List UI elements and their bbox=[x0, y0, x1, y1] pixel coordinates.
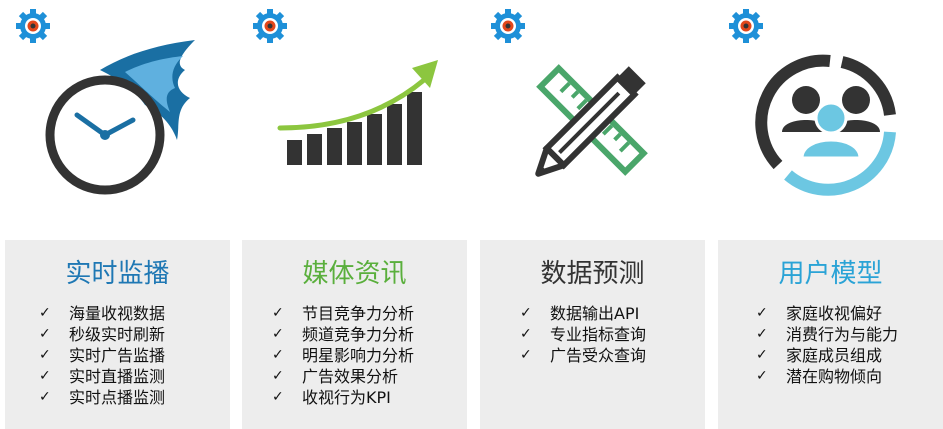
list-item: ✓ 频道竞争力分析 bbox=[272, 324, 414, 345]
list-item: ✓ 实时点播监测 bbox=[39, 387, 165, 408]
feature-list: ✓ 节目竞争力分析 ✓ 频道竞争力分析 ✓ 明星影响力分析 ✓ 广告效果分析 ✓ 收视行为… bbox=[272, 303, 414, 408]
check-icon: ✓ bbox=[272, 347, 284, 363]
list-item: ✓ 明星影响力分析 bbox=[272, 345, 414, 366]
growth-bar-chart-icon bbox=[277, 60, 438, 165]
list-item-label: 秒级实时刷新 bbox=[69, 325, 166, 344]
list-item-label: 海量收视数据 bbox=[69, 304, 166, 323]
list-item: ✓ 秒级实时刷新 bbox=[39, 324, 165, 345]
check-icon: ✓ bbox=[756, 305, 768, 321]
card-illustration-area bbox=[5, 0, 230, 240]
card-text-area: 媒体资讯 ✓ 节目竞争力分析 ✓ 频道竞争力分析 ✓ 明星影响力分析 ✓ 广告效果分析 … bbox=[242, 240, 467, 429]
list-item: ✓ 实时广告监播 bbox=[39, 345, 165, 366]
list-item: ✓ 收视行为KPI bbox=[272, 387, 414, 408]
card-title: 用户模型 bbox=[778, 259, 883, 289]
check-icon: ✓ bbox=[520, 326, 532, 342]
list-item-label: 数据输出API bbox=[550, 304, 640, 323]
list-item-label: 潜在购物倾向 bbox=[786, 367, 883, 386]
card-illustration-area bbox=[718, 0, 943, 240]
feature-card-realtime-monitoring: 实时监播 ✓ 海量收视数据 ✓ 秒级实时刷新 ✓ 实时广告监播 ✓ 实时直播监测 ✓ 实时… bbox=[5, 0, 230, 429]
list-item-label: 频道竞争力分析 bbox=[302, 325, 415, 344]
list-item-label: 广告效果分析 bbox=[302, 367, 399, 386]
list-item: ✓ 广告效果分析 bbox=[272, 366, 414, 387]
feature-list: ✓ 海量收视数据 ✓ 秒级实时刷新 ✓ 实时广告监播 ✓ 实时直播监测 ✓ 实时点播监测 bbox=[39, 303, 165, 408]
check-icon: ✓ bbox=[39, 368, 51, 384]
stopwatch-flame-icon bbox=[45, 40, 195, 195]
list-item: ✓ 广告受众查询 bbox=[520, 345, 646, 366]
check-icon: ✓ bbox=[756, 347, 768, 363]
check-icon: ✓ bbox=[756, 326, 768, 342]
user-group-icon bbox=[755, 54, 896, 196]
list-item-label: 明星影响力分析 bbox=[302, 346, 415, 365]
check-icon: ✓ bbox=[272, 368, 284, 384]
list-item-label: 广告受众查询 bbox=[550, 346, 647, 365]
list-item-label: 实时直播监测 bbox=[69, 367, 166, 386]
list-item: ✓ 家庭成员组成 bbox=[756, 345, 898, 366]
check-icon: ✓ bbox=[272, 326, 284, 342]
list-item-label: 实时点播监测 bbox=[69, 388, 166, 407]
card-text-area: 数据预测 ✓ 数据输出API ✓ 专业指标查询 ✓ 广告受众查询 bbox=[480, 240, 705, 429]
check-icon: ✓ bbox=[756, 368, 768, 384]
check-icon: ✓ bbox=[520, 305, 532, 321]
feature-list: ✓ 家庭收视偏好 ✓ 消费行为与能力 ✓ 家庭成员组成 ✓ 潜在购物倾向 bbox=[756, 303, 898, 387]
list-item-label: 专业指标查询 bbox=[550, 325, 647, 344]
list-item: ✓ 数据输出API bbox=[520, 303, 646, 324]
list-item-label: 收视行为KPI bbox=[302, 388, 391, 407]
gear-icon bbox=[729, 9, 763, 43]
check-icon: ✓ bbox=[39, 305, 51, 321]
list-item-label: 实时广告监播 bbox=[69, 346, 166, 365]
card-text-area: 用户模型 ✓ 家庭收视偏好 ✓ 消费行为与能力 ✓ 家庭成员组成 ✓ 潜在购物倾向 bbox=[718, 240, 943, 429]
list-item: ✓ 家庭收视偏好 bbox=[756, 303, 898, 324]
gear-icon bbox=[16, 9, 50, 43]
check-icon: ✓ bbox=[39, 326, 51, 342]
card-title: 实时监播 bbox=[65, 259, 170, 289]
list-item: ✓ 节目竞争力分析 bbox=[272, 303, 414, 324]
card-title: 媒体资讯 bbox=[302, 259, 407, 289]
card-illustration-area bbox=[242, 0, 467, 240]
pencil-ruler-icon bbox=[535, 64, 648, 177]
gear-icon bbox=[253, 9, 287, 43]
list-item-label: 节目竞争力分析 bbox=[302, 304, 415, 323]
check-icon: ✓ bbox=[272, 389, 284, 405]
check-icon: ✓ bbox=[272, 305, 284, 321]
list-item: ✓ 实时直播监测 bbox=[39, 366, 165, 387]
gear-icon bbox=[491, 9, 525, 43]
list-item-label: 家庭成员组成 bbox=[786, 346, 883, 365]
list-item: ✓ 海量收视数据 bbox=[39, 303, 165, 324]
card-title: 数据预测 bbox=[540, 259, 645, 289]
feature-list: ✓ 数据输出API ✓ 专业指标查询 ✓ 广告受众查询 bbox=[520, 303, 646, 366]
card-text-area: 实时监播 ✓ 海量收视数据 ✓ 秒级实时刷新 ✓ 实时广告监播 ✓ 实时直播监测 ✓ 实时… bbox=[5, 240, 230, 429]
list-item-label: 家庭收视偏好 bbox=[786, 304, 883, 323]
check-icon: ✓ bbox=[520, 347, 532, 363]
list-item: ✓ 专业指标查询 bbox=[520, 324, 646, 345]
list-item: ✓ 潜在购物倾向 bbox=[756, 366, 898, 387]
feature-card-media-insights: 媒体资讯 ✓ 节目竞争力分析 ✓ 频道竞争力分析 ✓ 明星影响力分析 ✓ 广告效果分析 … bbox=[242, 0, 467, 429]
check-icon: ✓ bbox=[39, 389, 51, 405]
feature-card-data-forecast: 数据预测 ✓ 数据输出API ✓ 专业指标查询 ✓ 广告受众查询 bbox=[480, 0, 705, 429]
feature-card-user-model: 用户模型 ✓ 家庭收视偏好 ✓ 消费行为与能力 ✓ 家庭成员组成 ✓ 潜在购物倾向 bbox=[718, 0, 943, 429]
list-item: ✓ 消费行为与能力 bbox=[756, 324, 898, 345]
card-illustration-area bbox=[480, 0, 705, 240]
check-icon: ✓ bbox=[39, 347, 51, 363]
list-item-label: 消费行为与能力 bbox=[786, 325, 899, 344]
